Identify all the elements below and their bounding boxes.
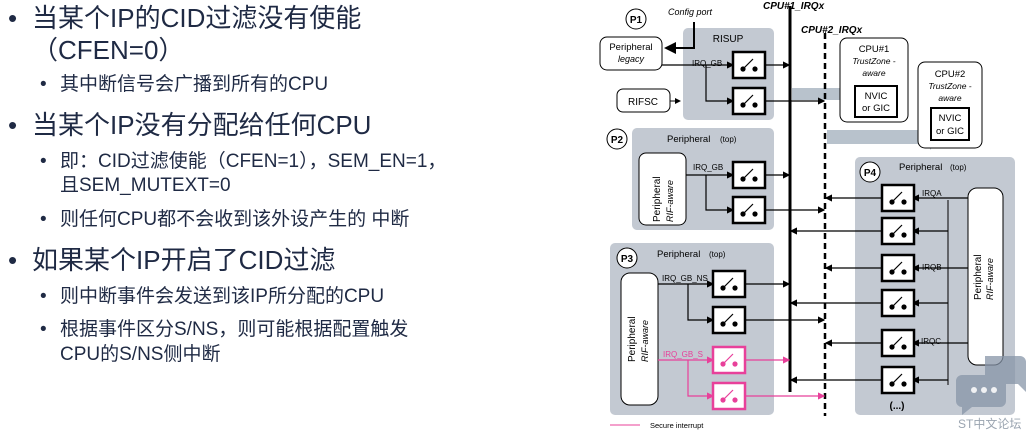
interrupt-switch (711, 381, 747, 411)
svg-text:(top): (top) (709, 250, 726, 259)
svg-text:(top): (top) (950, 163, 967, 172)
svg-text:Peripheral: Peripheral (652, 176, 663, 222)
bullet-marker: • (40, 209, 47, 230)
interrupt-switch (711, 345, 747, 375)
svg-text:(top): (top) (720, 135, 737, 144)
watermark-text: ST中文论坛 (958, 416, 1021, 431)
bullet-level1-text: 当某个IP的CID过滤没有使能 (32, 3, 362, 33)
svg-text:aware: aware (862, 68, 885, 78)
more-switches-ellipsis: (...) (890, 401, 905, 412)
svg-text:IRQ_GB: IRQ_GB (693, 163, 723, 172)
interrupt-switch (880, 328, 916, 358)
bullet-level2-text: 其中断信号会广播到所有的CPU (60, 74, 329, 95)
svg-text:NVIC: NVIC (939, 113, 962, 124)
interrupt-switch (731, 50, 767, 80)
interrupt-switch (711, 269, 747, 299)
p1-badge: P1 (630, 15, 643, 26)
p4-badge: P4 (864, 168, 877, 179)
bullet-level2-text: 则任何CPU都不会收到该外设产生的 中断 (60, 209, 410, 230)
config-port-label: Config port (668, 7, 713, 17)
interrupt-switch (731, 160, 767, 190)
arrow-to-cpu2 (827, 122, 942, 150)
svg-text:CPU#1: CPU#1 (859, 44, 890, 55)
svg-text:CPU#2: CPU#2 (935, 69, 966, 80)
peripheral-legacy-label: Peripheral (609, 42, 652, 53)
bullet-level2-text: 则中断事件会发送到该IP所分配的CPU (60, 286, 385, 307)
cpu1-irq-label: CPU#1_IRQx (763, 1, 825, 12)
legend-secure-interrupt: Secure interrupt (650, 421, 704, 430)
svg-text:TrustZone -: TrustZone - (928, 81, 971, 91)
svg-text:or GIC: or GIC (936, 126, 964, 137)
interrupt-switch (880, 253, 916, 283)
svg-text:legacy: legacy (618, 54, 645, 64)
svg-text:or GIC: or GIC (862, 103, 890, 114)
bullet-marker: • (8, 3, 18, 33)
p3-badge: P3 (621, 254, 634, 265)
interrupt-switch (880, 365, 916, 395)
bullet-level2-text: CPU的S/NS侧中断 (60, 344, 221, 365)
svg-text:RIF-aware: RIF-aware (985, 258, 995, 300)
bullet-marker: • (40, 74, 47, 95)
interrupt-switch (880, 216, 916, 246)
cpu2-irq-label: CPU#2_IRQx (801, 25, 863, 36)
bullet-marker: • (8, 245, 18, 275)
svg-text:Peripheral: Peripheral (657, 249, 700, 260)
interrupt-switch (731, 86, 767, 116)
bullet-level2-text: 即：CID过滤使能（CFEN=1），SEM_EN=1， (60, 151, 447, 172)
svg-text:IRQ_GB: IRQ_GB (692, 59, 722, 68)
bullet-level1-text: 如果某个IP开启了CID过滤 (32, 245, 336, 275)
interrupt-switch (880, 288, 916, 318)
bullet-marker: • (40, 286, 47, 307)
svg-text:IRQ_GB_S: IRQ_GB_S (663, 350, 703, 359)
svg-text:IRQC: IRQC (921, 337, 941, 346)
risup-label: RISUP (713, 34, 744, 45)
nvic-label: NVIC (865, 91, 888, 102)
chat-bubble-icon (956, 356, 1026, 415)
svg-text:Peripheral: Peripheral (973, 254, 984, 300)
bullet-level1-text: （CFEN=0） (32, 35, 185, 65)
interrupt-switch (711, 305, 747, 335)
p2-badge: P2 (611, 135, 624, 146)
bullet-marker: • (40, 319, 47, 340)
svg-text:Peripheral: Peripheral (627, 316, 638, 362)
svg-text:IRQ_GB_NS: IRQ_GB_NS (662, 274, 708, 283)
svg-text:RIF-aware: RIF-aware (640, 320, 650, 362)
bullet-level2-text: 根据事件区分S/NS，则可能根据配置触发 (60, 319, 409, 340)
svg-text:Peripheral: Peripheral (667, 134, 710, 145)
interrupt-switch (880, 183, 916, 213)
bullet-marker: • (8, 110, 18, 140)
svg-text:IRQA: IRQA (922, 189, 942, 198)
bullet-level2-text: 且SEM_MUTEXT=0 (60, 175, 231, 196)
rifsc-label: RIFSC (628, 97, 658, 108)
interrupt-switch (731, 195, 767, 225)
svg-text:RIF-aware: RIF-aware (665, 180, 675, 222)
svg-text:Peripheral: Peripheral (899, 162, 942, 173)
bullet-marker: • (40, 151, 47, 172)
svg-text:TrustZone -: TrustZone - (852, 56, 895, 66)
bullet-level1-text: 当某个IP没有分配给任何CPU (32, 110, 372, 140)
svg-text:aware: aware (938, 93, 961, 103)
